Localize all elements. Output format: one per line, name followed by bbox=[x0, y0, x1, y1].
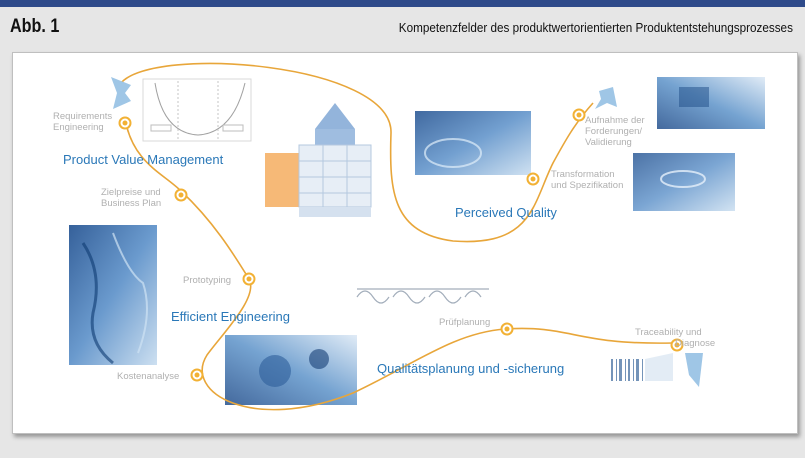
end-arrow-icon bbox=[685, 353, 703, 387]
photo-testing bbox=[633, 153, 735, 211]
input-arrow-icon bbox=[595, 87, 617, 109]
figure-title: Kompetenzfelder des produktwertorientier… bbox=[398, 20, 793, 35]
step-node bbox=[572, 108, 586, 122]
figure-label: Abb. 1 bbox=[10, 16, 60, 37]
step-node bbox=[242, 272, 256, 286]
step-label-pruefplanung: Prüfplanung bbox=[439, 317, 491, 328]
cost-curve-diagram bbox=[142, 78, 252, 142]
step-node bbox=[500, 322, 514, 336]
step-label-prototyping: Prototyping bbox=[183, 275, 232, 286]
step-node bbox=[174, 188, 188, 202]
barcode-image bbox=[611, 353, 673, 381]
step-label-kostenanalyse: Kostenanalyse bbox=[117, 371, 180, 382]
step-node bbox=[190, 368, 204, 382]
photo-engine-assembly bbox=[225, 335, 357, 405]
step-node bbox=[118, 116, 132, 130]
field-perceived-quality: Perceived Quality bbox=[455, 205, 557, 220]
step-node bbox=[670, 338, 684, 352]
start-arrow-icon bbox=[111, 77, 131, 109]
field-product-value-management: Product Value Management bbox=[63, 152, 224, 167]
header-bar bbox=[0, 0, 805, 7]
field-efficient-engineering: Efficient Engineering bbox=[171, 309, 291, 324]
technical-drawing bbox=[356, 288, 489, 304]
photo-car-interior bbox=[415, 111, 531, 175]
house-of-quality bbox=[265, 103, 372, 217]
photo-measurement bbox=[657, 77, 765, 129]
step-node bbox=[526, 172, 540, 186]
photo-engine-closeup bbox=[69, 225, 157, 365]
field-qualitaetsplanung: Qualitätsplanung und -sicherung bbox=[377, 361, 565, 376]
process-diagram bbox=[69, 62, 765, 411]
